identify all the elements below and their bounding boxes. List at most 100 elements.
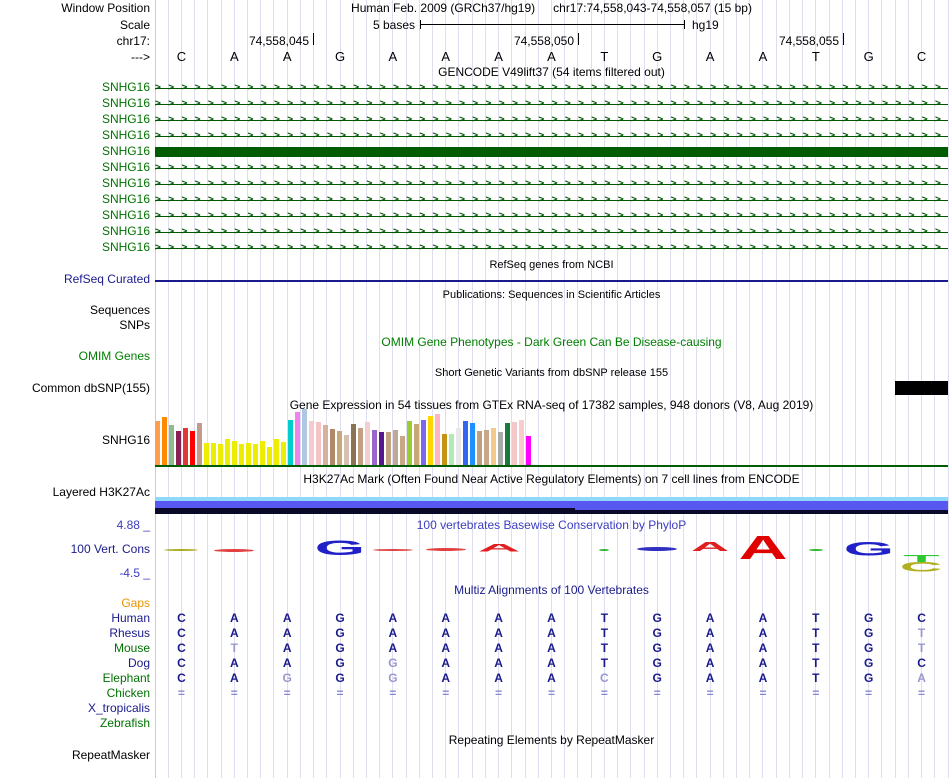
gtex-bar[interactable] bbox=[407, 421, 412, 465]
gtex-bar[interactable] bbox=[295, 412, 300, 465]
gtex-bar[interactable] bbox=[176, 431, 181, 465]
gene-intron-arrows[interactable]: >>>>>>>>>>>>>>>>>>>>>>>>>>>>>>>>>>>>>>>>… bbox=[155, 83, 948, 93]
gtex-bar[interactable] bbox=[512, 422, 517, 465]
species-label-chicken[interactable]: Chicken bbox=[106, 686, 150, 700]
gtex-bar[interactable] bbox=[288, 420, 293, 465]
gtex-bar[interactable] bbox=[372, 430, 377, 465]
gtex-bar[interactable] bbox=[309, 421, 314, 465]
gtex-bar[interactable] bbox=[267, 447, 272, 465]
species-label-rhesus[interactable]: Rhesus bbox=[109, 626, 150, 640]
snps-label[interactable]: SNPs bbox=[119, 318, 150, 332]
vert-cons-label[interactable]: 100 Vert. Cons bbox=[70, 542, 150, 556]
species-label-dog[interactable]: Dog bbox=[127, 656, 150, 670]
gtex-bar[interactable] bbox=[365, 422, 370, 465]
gene-intron-arrows[interactable]: >>>>>>>>>>>>>>>>>>>>>>>>>>>>>>>>>>>>>>>>… bbox=[155, 179, 948, 189]
species-label-mouse[interactable]: Mouse bbox=[113, 641, 150, 655]
gene-intron-arrows[interactable]: >>>>>>>>>>>>>>>>>>>>>>>>>>>>>>>>>>>>>>>>… bbox=[155, 227, 948, 237]
gtex-bar[interactable] bbox=[246, 443, 251, 465]
gtex-bar[interactable] bbox=[470, 423, 475, 465]
snp-variant-box[interactable] bbox=[895, 381, 948, 395]
gtex-bar[interactable] bbox=[169, 425, 174, 465]
gtex-bar[interactable] bbox=[442, 434, 447, 465]
gtex-bar[interactable] bbox=[519, 420, 524, 465]
gtex-bar[interactable] bbox=[526, 436, 531, 465]
refseq-curated-label[interactable]: RefSeq Curated bbox=[63, 272, 150, 286]
gtex-bar[interactable] bbox=[344, 435, 349, 465]
repeatmasker-label[interactable]: RepeatMasker bbox=[71, 748, 150, 762]
gtex-bar[interactable] bbox=[218, 444, 223, 465]
gtex-bar[interactable] bbox=[477, 431, 482, 465]
gene-intron-arrows[interactable]: >>>>>>>>>>>>>>>>>>>>>>>>>>>>>>>>>>>>>>>>… bbox=[155, 115, 948, 125]
omim-genes-label[interactable]: OMIM Genes bbox=[78, 349, 150, 363]
gtex-bar[interactable] bbox=[498, 432, 503, 465]
gtex-bar[interactable] bbox=[386, 432, 391, 465]
gene-intron-arrows[interactable]: >>>>>>>>>>>>>>>>>>>>>>>>>>>>>>>>>>>>>>>>… bbox=[155, 163, 948, 173]
gene-label-snhg16[interactable]: SNHG16 bbox=[101, 208, 150, 222]
gene-label-snhg16[interactable]: SNHG16 bbox=[101, 160, 150, 174]
gtex-bar[interactable] bbox=[393, 430, 398, 465]
species-label-zebrafish[interactable]: Zebrafish bbox=[99, 716, 150, 730]
gtex-bar[interactable] bbox=[414, 424, 419, 465]
common-dbsnp-label[interactable]: Common dbSNP(155) bbox=[31, 381, 150, 395]
gene-label-snhg16[interactable]: SNHG16 bbox=[101, 224, 150, 238]
gtex-bar[interactable] bbox=[428, 416, 433, 465]
gene-intron-arrows[interactable]: >>>>>>>>>>>>>>>>>>>>>>>>>>>>>>>>>>>>>>>>… bbox=[155, 131, 948, 141]
gtex-bar[interactable] bbox=[225, 439, 230, 465]
gtex-bar[interactable] bbox=[323, 425, 328, 465]
gtex-bar[interactable] bbox=[484, 430, 489, 465]
gtex-bar[interactable] bbox=[491, 428, 496, 465]
gtex-bar[interactable] bbox=[190, 431, 195, 465]
gene-intron-arrows[interactable]: >>>>>>>>>>>>>>>>>>>>>>>>>>>>>>>>>>>>>>>>… bbox=[155, 243, 948, 253]
gtex-bar[interactable] bbox=[505, 423, 510, 465]
species-label-gaps[interactable]: Gaps bbox=[121, 596, 150, 610]
gtex-bar[interactable] bbox=[155, 421, 160, 465]
species-label-x_tropicalis[interactable]: X_tropicalis bbox=[87, 701, 150, 715]
gene-label-snhg16[interactable]: SNHG16 bbox=[101, 144, 150, 158]
gtex-bar[interactable] bbox=[435, 414, 440, 465]
gtex-bar[interactable] bbox=[456, 428, 461, 465]
gtex-bar[interactable] bbox=[463, 421, 468, 465]
gtex-bar[interactable] bbox=[204, 443, 209, 465]
gtex-bar[interactable] bbox=[197, 423, 202, 465]
refseq-curated-item[interactable] bbox=[155, 280, 948, 282]
gene-label-snhg16[interactable]: SNHG16 bbox=[101, 128, 150, 142]
gtex-bar[interactable] bbox=[232, 441, 237, 465]
gene-intron-arrows[interactable]: >>>>>>>>>>>>>>>>>>>>>>>>>>>>>>>>>>>>>>>>… bbox=[155, 211, 948, 221]
gtex-bar[interactable] bbox=[302, 409, 307, 465]
gene-label-snhg16[interactable]: SNHG16 bbox=[101, 112, 150, 126]
gtex-bar[interactable] bbox=[330, 429, 335, 465]
gtex-bar[interactable] bbox=[379, 432, 384, 465]
h3k27ac-layer-dark[interactable] bbox=[155, 508, 948, 514]
h3k27ac-layer-blue[interactable] bbox=[155, 501, 948, 508]
gtex-bar[interactable] bbox=[358, 428, 363, 465]
gtex-bar[interactable] bbox=[211, 443, 216, 465]
gene-label-snhg16[interactable]: SNHG16 bbox=[101, 240, 150, 254]
gtex-bar[interactable] bbox=[274, 439, 279, 465]
h3k27ac-layer-sky[interactable] bbox=[155, 497, 948, 501]
gtex-bar[interactable] bbox=[260, 441, 265, 465]
sequences-label[interactable]: Sequences bbox=[89, 303, 150, 317]
gtex-gene-label[interactable]: SNHG16 bbox=[101, 433, 150, 447]
gtex-bar[interactable] bbox=[400, 436, 405, 465]
gtex-bar[interactable] bbox=[421, 420, 426, 465]
gtex-bar[interactable] bbox=[351, 424, 356, 465]
gtex-bar[interactable] bbox=[449, 434, 454, 465]
gtex-bar[interactable] bbox=[183, 428, 188, 465]
species-label-elephant[interactable]: Elephant bbox=[102, 671, 150, 685]
h3k27ac-layer-blue-step[interactable] bbox=[575, 508, 948, 510]
layered-h3k27ac-label[interactable]: Layered H3K27Ac bbox=[52, 485, 150, 499]
gene-intron-arrows[interactable]: >>>>>>>>>>>>>>>>>>>>>>>>>>>>>>>>>>>>>>>>… bbox=[155, 195, 948, 205]
gene-exon-bar[interactable] bbox=[155, 147, 948, 157]
gtex-bar[interactable] bbox=[281, 442, 286, 465]
species-label-human[interactable]: Human bbox=[111, 611, 150, 625]
gene-label-snhg16[interactable]: SNHG16 bbox=[101, 192, 150, 206]
gene-label-snhg16[interactable]: SNHG16 bbox=[101, 96, 150, 110]
gtex-bar[interactable] bbox=[162, 417, 167, 465]
gtex-bar[interactable] bbox=[239, 444, 244, 465]
gtex-bar[interactable] bbox=[253, 444, 258, 465]
gene-label-snhg16[interactable]: SNHG16 bbox=[101, 80, 150, 94]
gene-intron-arrows[interactable]: >>>>>>>>>>>>>>>>>>>>>>>>>>>>>>>>>>>>>>>>… bbox=[155, 99, 948, 109]
gtex-bar[interactable] bbox=[337, 431, 342, 465]
gtex-bar[interactable] bbox=[316, 422, 321, 465]
gene-label-snhg16[interactable]: SNHG16 bbox=[101, 176, 150, 190]
